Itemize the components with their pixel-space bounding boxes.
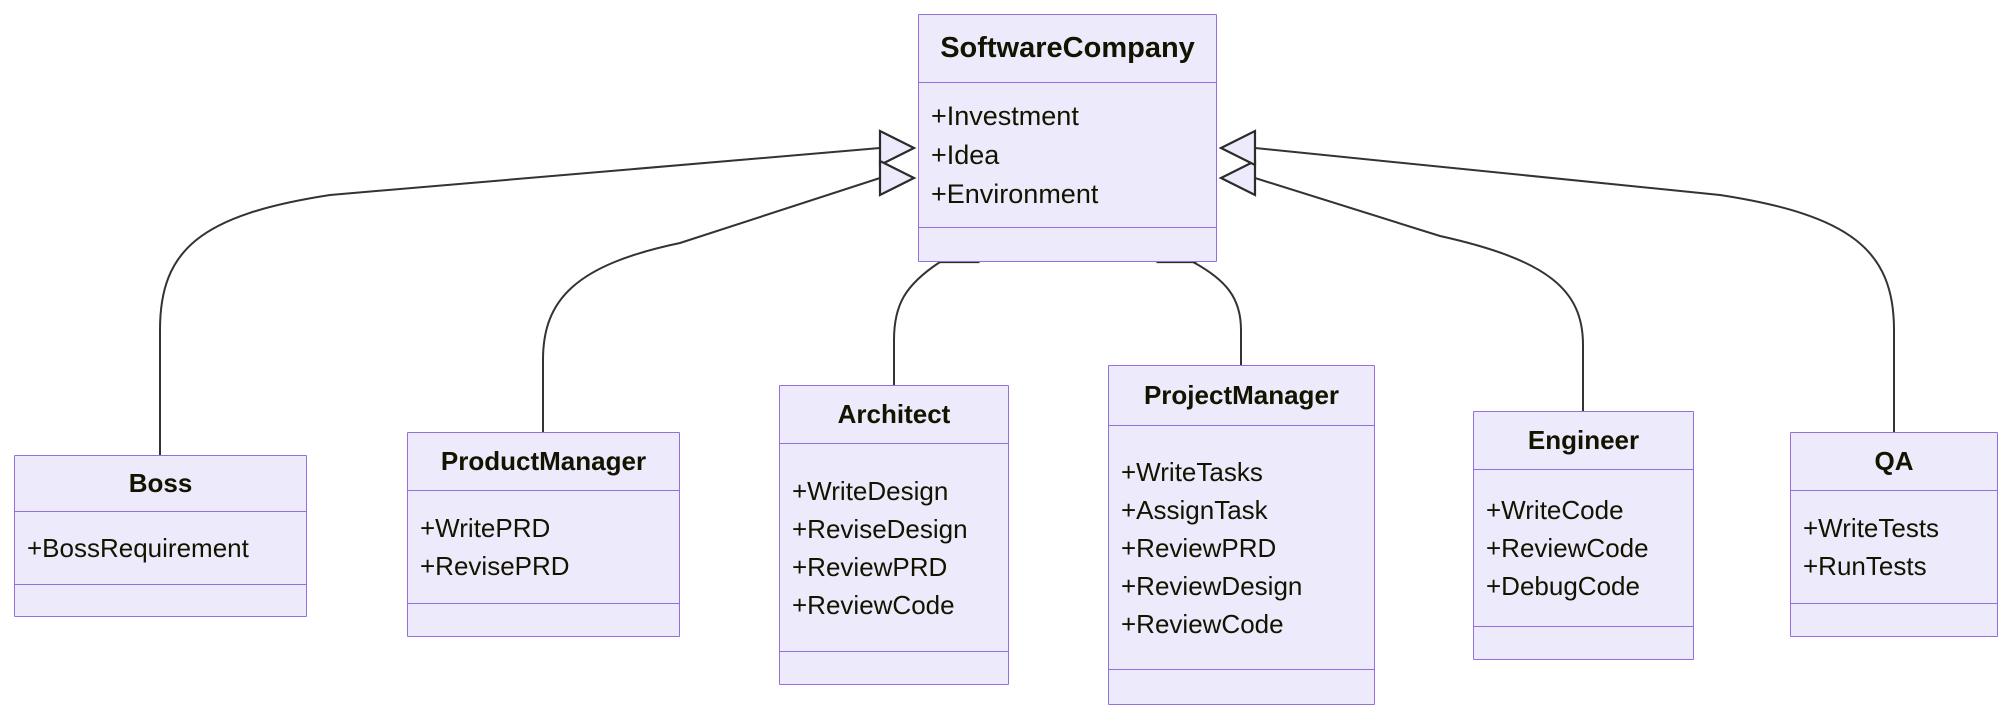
class-attribute: +RevisePRD — [420, 551, 570, 581]
class-attribute: +WriteTasks — [1121, 456, 1263, 487]
class-attribute: +ReviewCode — [792, 589, 955, 620]
class-attributes-engineer: +WriteCode +ReviewCode +DebugCode — [1474, 470, 1693, 627]
class-attributes-projectmanager: +WriteTasks +AssignTask +ReviewPRD +ReviewD… — [1109, 426, 1374, 670]
class-attribute: +WriteCode — [1486, 495, 1624, 525]
class-node-projectmanager[interactable]: ProjectManager +WriteTasks +AssignTask +Rev… — [1108, 365, 1375, 705]
class-attribute: +Idea — [931, 139, 1000, 170]
edge-boss-softwarecompany — [159, 147, 881, 455]
class-methods-projectmanager — [1109, 670, 1374, 704]
class-title-boss: Boss — [15, 456, 306, 512]
class-methods-engineer — [1474, 627, 1693, 659]
arrowhead-qa — [1218, 129, 1257, 167]
class-methods-qa — [1791, 604, 1997, 636]
class-attributes-architect: +WriteDesign +ReviseDesign +ReviewPRD +Revi… — [780, 444, 1008, 652]
class-attribute: +WriteTests — [1803, 513, 1940, 543]
class-attributes-qa: +WriteTests +RunTests — [1791, 491, 1997, 604]
class-attribute: +Investment — [931, 100, 1079, 131]
class-node-softwarecompany[interactable]: SoftwareCompany +Investment +Idea +Environm… — [918, 14, 1217, 262]
class-title-engineer: Engineer — [1474, 412, 1693, 470]
class-title-softwarecompany: SoftwareCompany — [919, 15, 1216, 83]
class-attribute: +WriteDesign — [792, 475, 949, 506]
class-node-engineer[interactable]: Engineer +WriteCode +ReviewCode +DebugCode — [1473, 411, 1694, 660]
class-attribute: +ReviewDesign — [1121, 570, 1303, 601]
class-methods-softwarecompany — [919, 228, 1216, 261]
class-title-projectmanager: ProjectManager — [1109, 366, 1374, 426]
class-title-qa: QA — [1791, 433, 1997, 491]
class-node-architect[interactable]: Architect +WriteDesign +ReviseDesign +Revie… — [779, 385, 1009, 685]
arrowhead-boss — [878, 129, 917, 167]
class-attribute: +ReviseDesign — [792, 513, 968, 544]
class-methods-productmanager — [408, 604, 679, 636]
class-attributes-productmanager: +WritePRD +RevisePRD — [408, 491, 679, 604]
class-node-boss[interactable]: Boss +BossRequirement — [14, 455, 307, 617]
class-attribute: +ReviewPRD — [1121, 532, 1277, 563]
arrowhead-engineer — [1218, 159, 1257, 197]
class-attribute: +AssignTask — [1121, 494, 1268, 525]
class-methods-boss — [15, 585, 306, 616]
class-attribute: +ReviewCode — [1121, 608, 1284, 639]
class-attribute: +ReviewPRD — [792, 551, 948, 582]
edge-architect-softwarecompany — [893, 249, 961, 385]
class-attribute: +RunTests — [1803, 551, 1927, 581]
class-attributes-boss: +BossRequirement — [15, 512, 306, 585]
class-title-architect: Architect — [780, 386, 1008, 444]
arrowhead-productmanager — [878, 159, 917, 197]
class-attribute: +DebugCode — [1486, 571, 1640, 601]
class-attribute: +ReviewCode — [1486, 533, 1649, 563]
class-attribute: +WritePRD — [420, 513, 551, 543]
class-methods-architect — [780, 652, 1008, 684]
class-title-productmanager: ProductManager — [408, 433, 679, 491]
class-node-productmanager[interactable]: ProductManager +WritePRD +RevisePRD — [407, 432, 680, 637]
class-attribute: +BossRequirement — [27, 533, 249, 563]
edge-projectmanager-softwarecompany — [1175, 249, 1242, 365]
class-attributes-softwarecompany: +Investment +Idea +Environment — [919, 83, 1216, 228]
class-node-qa[interactable]: QA +WriteTests +RunTests — [1790, 432, 1998, 637]
class-attribute: +Environment — [931, 178, 1099, 209]
